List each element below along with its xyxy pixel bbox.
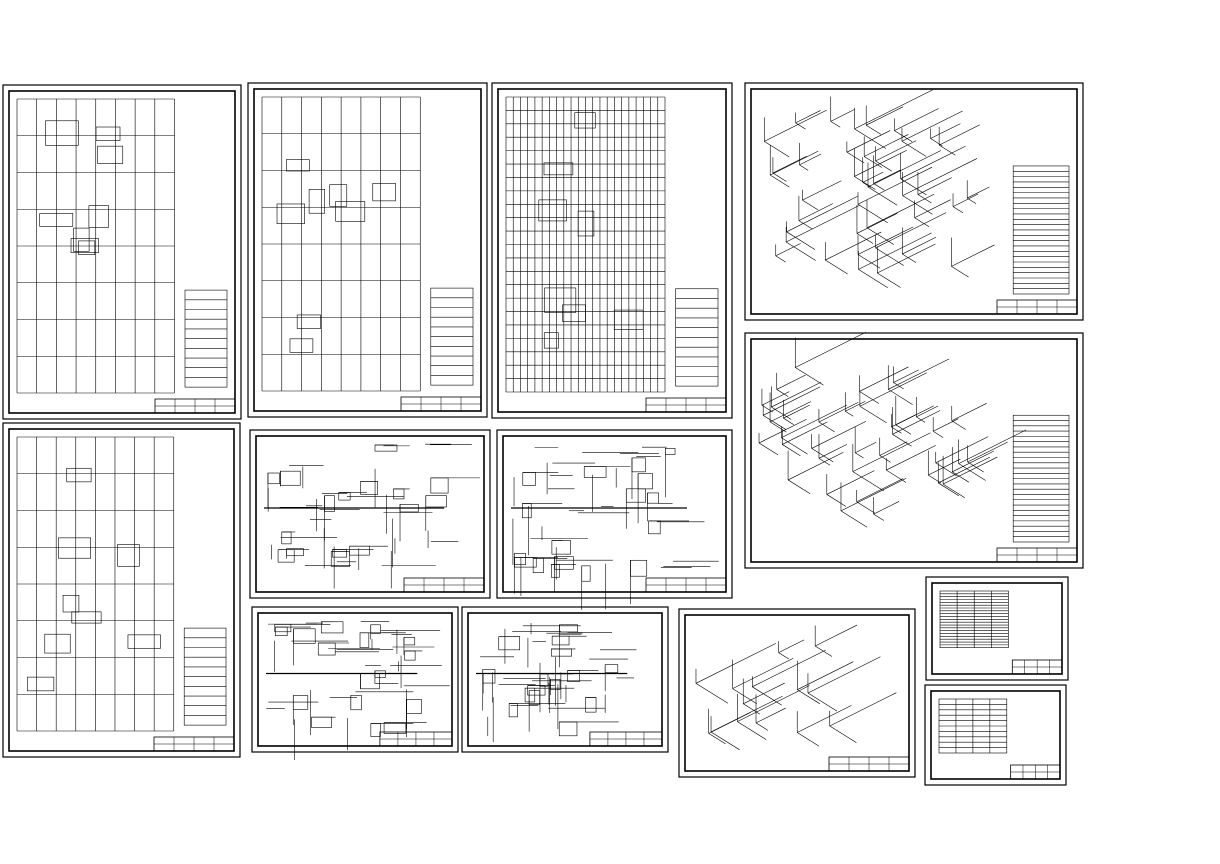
- drawing-linework: [476, 623, 637, 743]
- sheet-outer-frame: [247, 82, 488, 418]
- drawing-sheet-4[interactable]: [744, 82, 1084, 321]
- drawing-linework: [16, 436, 227, 732]
- title-block: [589, 731, 663, 747]
- sheet-outer-frame: [678, 608, 916, 778]
- sheet-inner-frame: [255, 435, 485, 593]
- sheet-outer-frame: [2, 422, 241, 758]
- drawing-sheet-1[interactable]: [2, 84, 242, 420]
- sheet-inner-frame: [497, 88, 727, 413]
- title-block: [996, 299, 1078, 315]
- drawing-sheet-2[interactable]: [247, 82, 488, 418]
- sheet-outer-frame: [249, 429, 491, 599]
- sheet-inner-frame: [502, 435, 727, 593]
- title-block: [1010, 764, 1061, 780]
- drawing-linework: [763, 89, 1070, 295]
- drawing-linework: [16, 98, 228, 394]
- title-block: [154, 398, 236, 414]
- title-block: [379, 731, 453, 747]
- drawing-sheet-13[interactable]: [924, 684, 1067, 786]
- sheet-inner-frame: [930, 690, 1061, 780]
- sheet-outer-frame: [491, 82, 733, 419]
- sheet-outer-frame: [925, 576, 1069, 681]
- sheet-outer-frame: [744, 332, 1084, 569]
- drawing-sheet-6[interactable]: [2, 422, 241, 758]
- drawing-sheet-10[interactable]: [461, 606, 669, 753]
- sheet-inner-frame: [467, 612, 663, 747]
- drawing-linework: [261, 96, 474, 392]
- drawing-sheet-3[interactable]: [491, 82, 733, 419]
- sheet-inner-frame: [750, 338, 1078, 563]
- drawing-linework: [511, 446, 719, 610]
- drawing-sheet-7[interactable]: [249, 429, 491, 599]
- title-block: [403, 577, 485, 593]
- sheet-outer-frame: [461, 606, 669, 753]
- drawing-sheet-12[interactable]: [925, 576, 1069, 681]
- drawing-linework: [266, 621, 450, 761]
- drawing-sheet-8[interactable]: [496, 429, 733, 610]
- sheet-outer-frame: [924, 684, 1067, 786]
- drawing-sheet-5[interactable]: [744, 331, 1084, 569]
- drawing-linework: [938, 698, 1008, 754]
- title-block: [153, 736, 235, 752]
- drawing-linework: [695, 624, 897, 751]
- title-block: [645, 397, 727, 413]
- title-block: [996, 547, 1078, 563]
- sheet-outer-frame: [2, 84, 242, 420]
- drawing-linework: [505, 96, 719, 393]
- drawing-linework: [939, 590, 1009, 649]
- drawing-sheet-9[interactable]: [251, 606, 459, 761]
- drawing-linework: [264, 443, 481, 589]
- drawing-sheet-11[interactable]: [678, 608, 916, 778]
- title-block: [400, 396, 482, 412]
- sheet-outer-frame: [744, 82, 1084, 321]
- sheet-inner-frame: [253, 88, 482, 412]
- title-block: [1011, 659, 1063, 675]
- title-block: [645, 577, 727, 593]
- sheet-outer-frame: [496, 429, 733, 599]
- sheet-inner-frame: [8, 428, 235, 752]
- sheet-inner-frame: [8, 90, 236, 414]
- drawing-linework: [758, 331, 1070, 543]
- title-block: [828, 756, 910, 772]
- sheet-inner-frame: [931, 582, 1063, 675]
- sheet-inner-frame: [257, 612, 453, 747]
- sheet-inner-frame: [750, 88, 1078, 315]
- sheet-inner-frame: [684, 614, 910, 772]
- sheet-outer-frame: [251, 606, 459, 753]
